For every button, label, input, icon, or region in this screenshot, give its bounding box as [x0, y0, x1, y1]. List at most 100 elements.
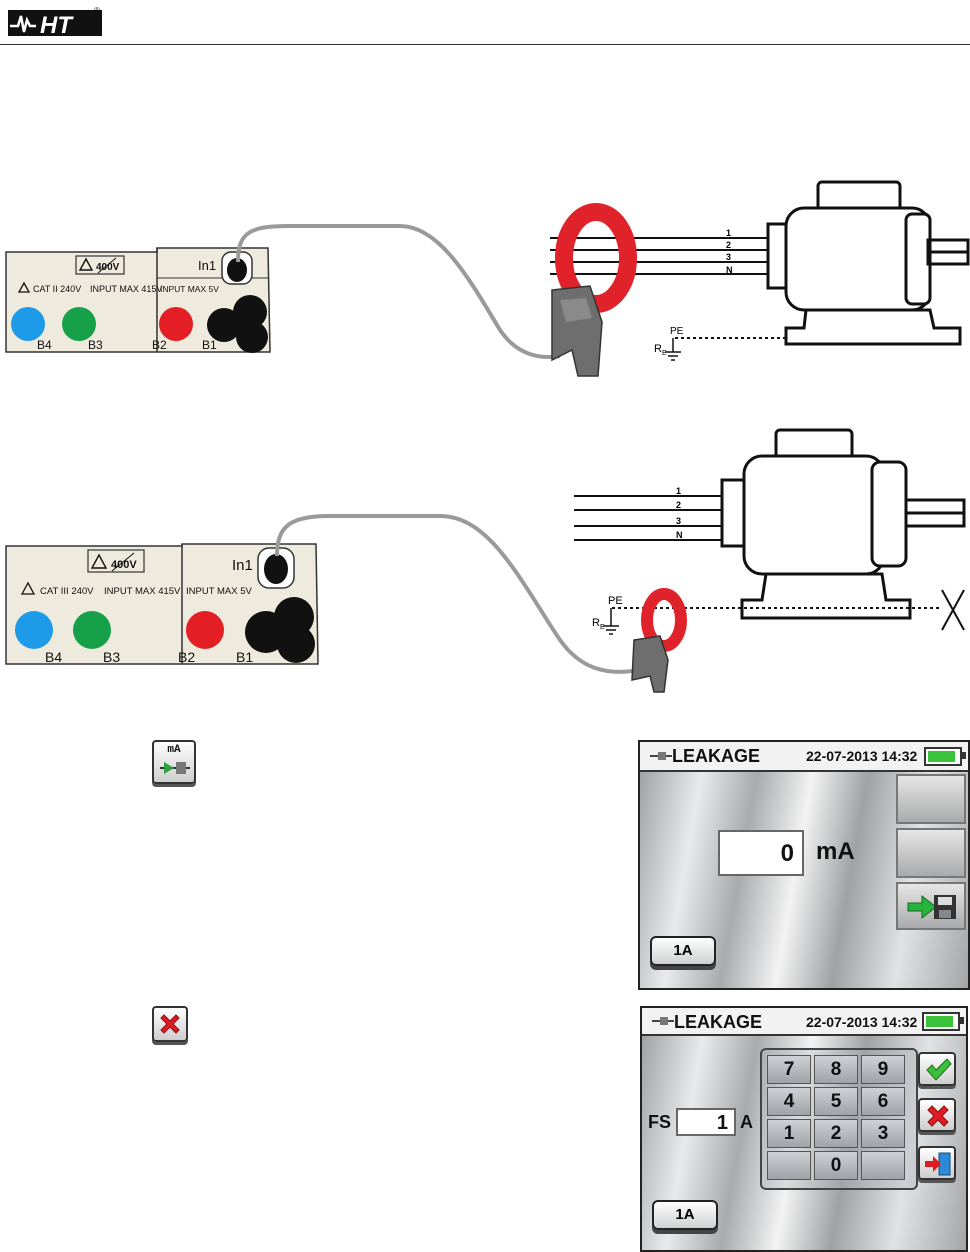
ground-symbol — [665, 338, 681, 361]
header-rule — [0, 44, 970, 45]
red-x-icon — [927, 1105, 949, 1127]
warning-triangle-icon — [17, 281, 31, 293]
terminal-b2 — [159, 307, 193, 341]
screen-title: LEAKAGE — [672, 746, 761, 766]
green-check-icon — [926, 1058, 952, 1081]
save-button[interactable] — [896, 882, 966, 930]
measurement-unit: mA — [816, 838, 855, 865]
voltage-warning-box — [75, 255, 125, 275]
leakage-clamp-icon — [160, 762, 190, 774]
voltage-symbol: 400V — [96, 262, 120, 273]
terminal-b4 — [15, 611, 53, 649]
input-5v-label: INPUT MAX 5V — [186, 586, 252, 597]
range-button[interactable]: 1A — [652, 1200, 718, 1230]
screen-title: LEAKAGE — [674, 1012, 763, 1032]
range-button[interactable]: 1A — [650, 936, 716, 966]
fs-label: FS — [648, 1112, 672, 1132]
connection-diagram-2: 400V CAT III 240V INPUT MAX 415V INPUT M… — [5, 428, 966, 693]
wire-label-2: 2 — [726, 240, 731, 250]
re-subscript: E — [662, 350, 667, 357]
wire-label-1: 1 — [676, 486, 681, 496]
ground-symbol — [603, 608, 619, 635]
cat-label: CAT II 240V — [33, 284, 81, 294]
key-3[interactable]: 3 — [861, 1119, 905, 1148]
terminal-label-b4: B4 — [45, 649, 62, 665]
supply-wires — [550, 237, 768, 275]
input-max-label: INPUT MAX 415V — [90, 284, 162, 294]
cancel-button[interactable] — [918, 1098, 956, 1132]
connection-diagram-1: 400V CAT II 240V INPUT MAX 415V INPUT MA… — [5, 180, 970, 377]
current-clamp — [631, 588, 687, 693]
terminal-label-b2: B2 — [152, 338, 167, 352]
wire-label-3: 3 — [676, 516, 681, 526]
wire-label-n: N — [676, 530, 683, 540]
terminal-b3 — [73, 611, 111, 649]
motor — [766, 180, 970, 346]
cat-label: CAT III 240V — [40, 586, 94, 597]
terminal-b2 — [186, 611, 224, 649]
key-blank-left[interactable] — [767, 1151, 811, 1180]
battery-icon — [924, 747, 966, 766]
terminal-b3 — [62, 307, 96, 341]
header: HT ® — [0, 0, 970, 46]
keypad: 7 8 9 4 5 6 1 2 3 0 — [760, 1048, 918, 1190]
clamp-icon — [650, 752, 672, 760]
re-label: R — [654, 343, 662, 355]
in1-label: In1 — [198, 258, 216, 273]
input-max-label: INPUT MAX 415V — [104, 586, 181, 597]
terminal-label-b1: B1 — [202, 338, 217, 352]
key-6[interactable]: 6 — [861, 1087, 905, 1116]
clamp-cable — [275, 514, 641, 674]
exit-door-icon — [925, 1152, 951, 1176]
leakage-screen-1: LEAKAGE 22-07-2013 14:32 0 mA 1A — [638, 740, 970, 990]
exit-button[interactable] — [918, 1146, 956, 1180]
cancel-icon-button[interactable] — [152, 1006, 188, 1042]
current-clamp — [551, 203, 637, 377]
title-bar: LEAKAGE 22-07-2013 14:32 — [642, 1008, 966, 1036]
confirm-button[interactable] — [918, 1052, 956, 1086]
supply-wires — [574, 495, 724, 541]
red-x-icon — [160, 1014, 180, 1034]
ht-logo: HT ® — [8, 6, 102, 39]
leakage-function-icon[interactable]: mA — [152, 740, 196, 784]
key-0[interactable]: 0 — [814, 1151, 858, 1180]
side-button-1[interactable] — [896, 774, 966, 824]
key-1[interactable]: 1 — [767, 1119, 811, 1148]
key-8[interactable]: 8 — [814, 1055, 858, 1084]
key-9[interactable]: 9 — [861, 1055, 905, 1084]
motor — [720, 428, 966, 620]
wire-label-3: 3 — [726, 252, 731, 262]
in1-label: In1 — [232, 557, 253, 574]
re-subscript: E — [600, 624, 605, 631]
save-icon — [907, 894, 956, 920]
side-button-2[interactable] — [896, 828, 966, 878]
warning-triangle-icon — [90, 553, 108, 569]
re-label: R — [592, 617, 600, 629]
terminal-label-b1: B1 — [236, 649, 253, 665]
key-4[interactable]: 4 — [767, 1087, 811, 1116]
clamp-cable — [236, 224, 561, 359]
terminal-label-b3: B3 — [103, 649, 120, 665]
terminal-label-b2: B2 — [178, 649, 195, 665]
logo-text: HT — [40, 12, 74, 39]
terminal-b4 — [11, 307, 45, 341]
disconnected-mark — [941, 589, 965, 631]
key-blank-right[interactable] — [861, 1151, 905, 1180]
clamp-icon — [652, 1017, 674, 1025]
fs-input[interactable]: 1 — [676, 1108, 736, 1136]
key-2[interactable]: 2 — [814, 1119, 858, 1148]
voltage-warning-box — [87, 549, 145, 573]
key-5[interactable]: 5 — [814, 1087, 858, 1116]
instrument-panel: 400V CAT II 240V INPUT MAX 415V INPUT MA… — [5, 247, 271, 353]
terminal-b1 — [245, 597, 315, 663]
wire-label-n: N — [726, 265, 733, 275]
voltage-symbol: 400V — [111, 559, 137, 571]
terminal-b1 — [207, 295, 268, 353]
input-5v-label: INPUT MAX 5V — [160, 284, 219, 294]
instrument-panel: 400V CAT III 240V INPUT MAX 415V INPUT M… — [5, 543, 319, 665]
ma-icon-label: mA — [167, 744, 181, 756]
pe-label: PE — [670, 326, 684, 337]
warning-triangle-icon — [20, 581, 36, 595]
key-7[interactable]: 7 — [767, 1055, 811, 1084]
measurement-value-box: 0 — [718, 830, 804, 876]
